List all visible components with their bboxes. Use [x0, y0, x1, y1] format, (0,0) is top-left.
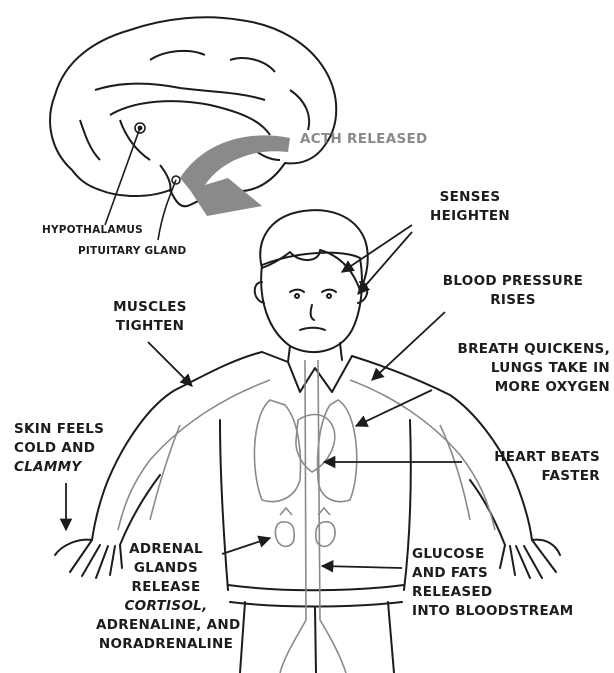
label-heart-beats: HEART BEATS FASTER — [440, 448, 600, 486]
label-glucose-fats: GLUCOSE AND FATS RELEASED INTO BLOODSTRE… — [412, 545, 574, 621]
arrow-glucose — [322, 566, 402, 568]
label-muscles-tighten: MUSCLES TIGHTEN — [80, 298, 220, 336]
label-adrenal-glands: ADRENAL GLANDS RELEASE CORTISOL, ADRENAL… — [96, 540, 236, 654]
arrow-senses — [342, 225, 412, 272]
annotation-arrows — [66, 225, 462, 568]
label-pituitary-gland: PITUITARY GLAND — [78, 245, 186, 258]
label-skin-feels: SKIN FEELS COLD AND CLAMMY — [14, 420, 104, 477]
arrow-muscles — [148, 342, 192, 386]
label-acth-released: ACTH RELEASED — [300, 130, 428, 149]
label-blood-pressure: BLOOD PRESSURE RISES — [420, 272, 606, 310]
label-hypothalamus: HYPOTHALAMUS — [42, 224, 143, 237]
label-breath-quickens: BREATH QUICKENS, LUNGS TAKE IN MORE OXYG… — [420, 340, 610, 397]
label-senses-heighten: SENSES HEIGHTEN — [400, 188, 540, 226]
